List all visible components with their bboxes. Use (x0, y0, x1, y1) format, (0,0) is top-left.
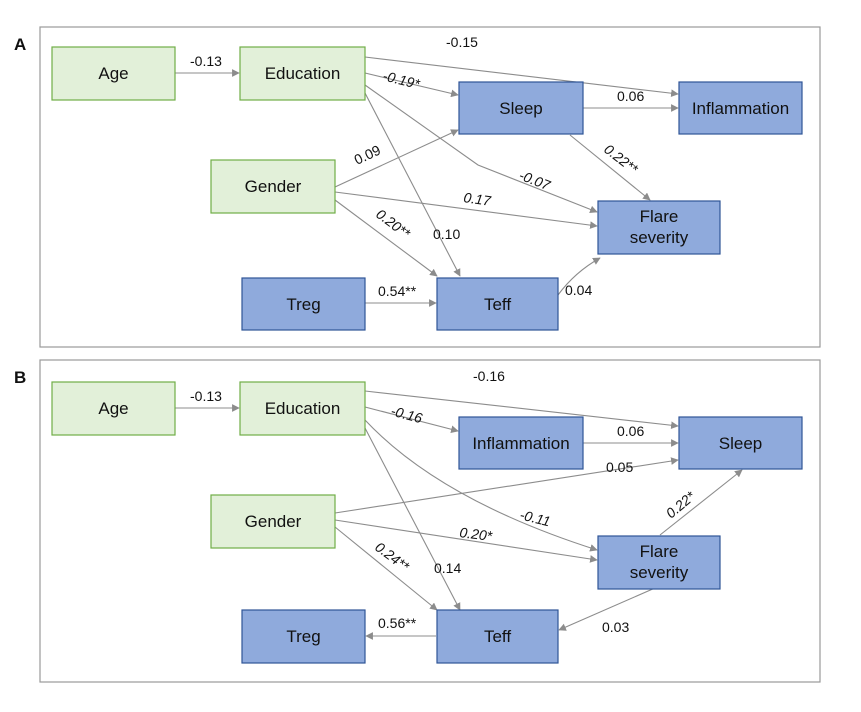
node-inflammation-b: Inflammation (458, 416, 584, 470)
coef-age-education: -0.13 (190, 53, 222, 69)
node-age: Age (51, 46, 176, 101)
node-inflammation-label-b: Inflammation (472, 434, 569, 453)
edge-gender-teff (334, 199, 438, 277)
node-flare-label-line1: Flare (640, 207, 679, 226)
node-flare-severity: Flare severity (597, 200, 721, 255)
edge-gender-sleep (334, 129, 459, 188)
edge-flare-sleep-b (659, 469, 743, 536)
panel-a: A -0.13 -0.15 -0.19* 0.06 0.09 0.22** -0… (14, 26, 821, 348)
edge-gender-flare-b (334, 519, 598, 563)
edge-gender-teff-b (334, 526, 438, 611)
coef-education-flare-b: -0.11 (518, 506, 552, 529)
coef-sleep-inflammation: 0.06 (617, 88, 644, 104)
node-education-label: Education (265, 64, 341, 83)
coef-education-inflammation: -0.15 (446, 34, 478, 50)
panel-b-letter: B (14, 368, 26, 387)
node-treg-b: Treg (241, 609, 366, 664)
edge-education-sleep-b (364, 390, 679, 430)
coef-gender-flare: 0.17 (463, 189, 493, 209)
node-age-label: Age (98, 64, 128, 83)
coef-gender-flare-b: 0.20* (459, 524, 494, 544)
edge-gender-sleep-b (334, 457, 679, 514)
node-gender-b: Gender (210, 494, 336, 549)
node-teff: Teff (436, 277, 559, 331)
edge-education-teff (364, 92, 461, 277)
node-treg-label: Treg (286, 295, 320, 314)
node-sleep-label-b: Sleep (719, 434, 762, 453)
edge-education-inflammation-b (364, 406, 459, 433)
coef-gender-sleep-b: 0.05 (606, 459, 633, 475)
node-inflammation: Inflammation (678, 81, 803, 135)
node-education-b: Education (239, 381, 366, 436)
node-sleep: Sleep (458, 81, 584, 135)
node-gender-label: Gender (245, 177, 302, 196)
coef-treg-teff: 0.54** (378, 283, 417, 299)
coef-teff-treg-b: 0.56** (378, 615, 417, 631)
edge-education-flare-b (364, 419, 598, 552)
node-teff-b: Teff (436, 609, 559, 664)
node-age-b: Age (51, 381, 176, 436)
edge-education-sleep (364, 72, 459, 98)
node-education-label-b: Education (265, 399, 341, 418)
node-treg-label-b: Treg (286, 627, 320, 646)
coef-flare-teff-b: 0.03 (602, 619, 629, 635)
node-sleep-label: Sleep (499, 99, 542, 118)
coef-education-sleep-b: -0.16 (473, 368, 505, 384)
edge-education-inflammation (364, 56, 679, 98)
node-treg: Treg (241, 277, 366, 331)
node-gender-label-b: Gender (245, 512, 302, 531)
node-inflammation-label: Inflammation (692, 99, 789, 118)
coef-inflammation-sleep-b: 0.06 (617, 423, 644, 439)
coef-education-teff: 0.10 (433, 226, 460, 242)
node-flare-label-line2: severity (630, 228, 689, 247)
coef-teff-flare: 0.04 (565, 282, 592, 298)
node-flare-label-line1-b: Flare (640, 542, 679, 561)
node-age-label-b: Age (98, 399, 128, 418)
panel-a-letter: A (14, 35, 26, 54)
node-teff-label: Teff (484, 295, 511, 314)
node-education: Education (239, 46, 366, 101)
edge-sleep-flare (569, 134, 651, 201)
panel-b: B -0.13 -0.16 -0.16 0.06 0.05 -0.11 0.20… (14, 359, 821, 683)
node-teff-label-b: Teff (484, 627, 511, 646)
node-flare-severity-b: Flare severity (597, 535, 721, 590)
edge-flare-teff-b (558, 587, 656, 631)
node-gender: Gender (210, 159, 336, 214)
edge-education-flare (364, 84, 598, 214)
coef-age-education-b: -0.13 (190, 388, 222, 404)
edge-gender-flare (334, 191, 598, 229)
edge-education-teff-b (364, 427, 461, 611)
edge-teff-flare (557, 257, 601, 296)
node-flare-label-line2-b: severity (630, 563, 689, 582)
coef-education-teff-b: 0.14 (434, 560, 461, 576)
node-sleep-b: Sleep (678, 416, 803, 470)
